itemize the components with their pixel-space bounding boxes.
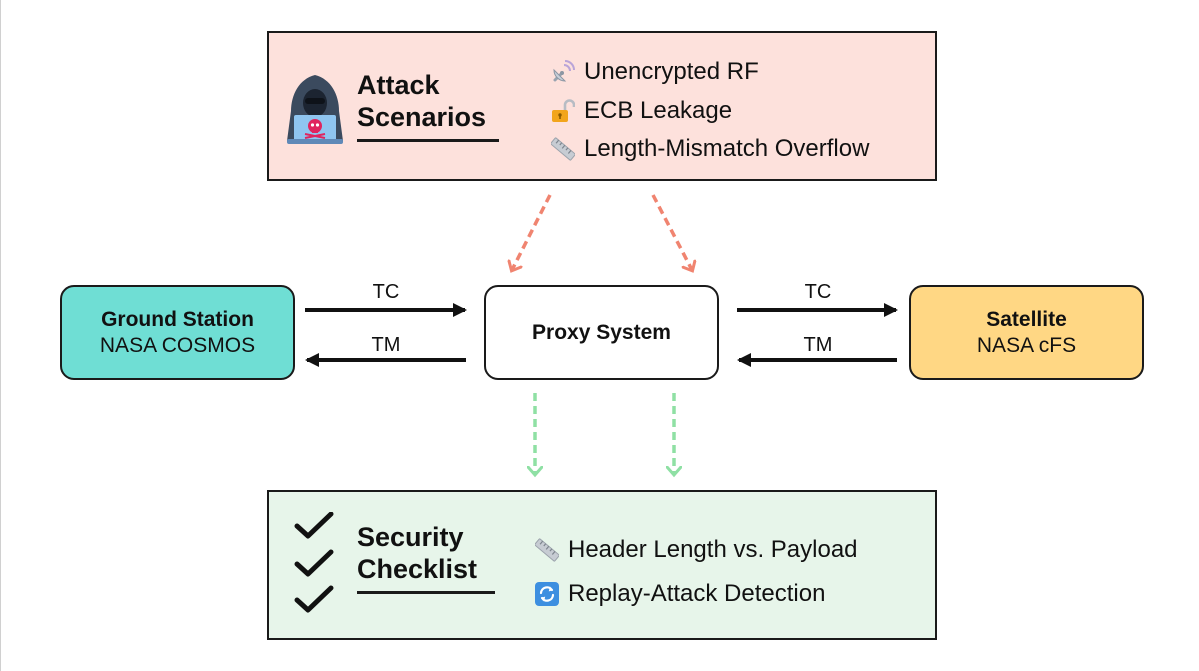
checklist-item-label: Header Length vs. Payload [568, 536, 858, 563]
security-checklist-list: Header Length vs. Payload Replay-Attack … [535, 528, 858, 616]
list-item: ECB Leakage [551, 92, 869, 131]
repeat-arrows-icon [535, 582, 559, 606]
ground-station-subtitle: NASA COSMOS [99, 333, 256, 357]
list-item: Unencrypted RF [551, 53, 869, 92]
ruler-icon [535, 538, 559, 562]
checkmark-icon [294, 585, 334, 613]
ground-station-node: Ground Station NASA COSMOS [60, 285, 295, 380]
ground-station-title: Ground Station [101, 307, 254, 331]
checklist-title-line1: Security [357, 522, 464, 552]
ground-tc-label: TC [372, 281, 400, 303]
list-item: Header Length vs. Payload [535, 528, 858, 572]
satellite-subtitle: NASA cFS [976, 333, 1077, 357]
satellite-node: Satellite NASA cFS [909, 285, 1144, 380]
list-item: Replay-Attack Detection [535, 572, 858, 616]
proxy-system-title: Proxy System [532, 320, 671, 344]
checklist-title-line2: Checklist [357, 554, 478, 584]
checkmark-icon [294, 511, 334, 539]
list-item: Length-Mismatch Overflow [551, 130, 869, 169]
checkmark-icon [294, 549, 334, 577]
attack-title-line2: Scenarios [357, 102, 487, 132]
ruler-icon [551, 137, 575, 161]
attack-scenarios-panel: Attack Scenarios Unencrypted RF [267, 31, 937, 181]
satellite-tm-label: TM [803, 334, 833, 356]
attack-to-proxy-arrow-left [512, 194, 552, 270]
attack-item-label: ECB Leakage [584, 96, 733, 124]
ground-tm-label: TM [371, 334, 401, 356]
attack-item-label: Unencrypted RF [584, 58, 759, 86]
attack-title-line1: Attack [357, 70, 440, 100]
checkmarks [293, 511, 337, 616]
attack-item-label: Length-Mismatch Overflow [584, 135, 870, 163]
attack-to-proxy-arrow-right [651, 194, 692, 270]
proxy-system-node: Proxy System [484, 285, 719, 380]
open-lock-icon [551, 98, 575, 123]
attack-scenarios-title: Attack Scenarios [357, 69, 499, 142]
hacker-icon [281, 73, 349, 145]
satellite-antenna-icon [551, 60, 575, 84]
security-checklist-title: Security Checklist [357, 521, 495, 594]
security-checklist-panel: Security Checklist [267, 490, 937, 640]
satellite-tc-label: TC [804, 281, 832, 303]
satellite-title: Satellite [986, 307, 1067, 331]
checklist-item-label: Replay-Attack Detection [568, 580, 826, 607]
attack-scenarios-list: Unencrypted RF ECB Leakage [551, 53, 869, 169]
